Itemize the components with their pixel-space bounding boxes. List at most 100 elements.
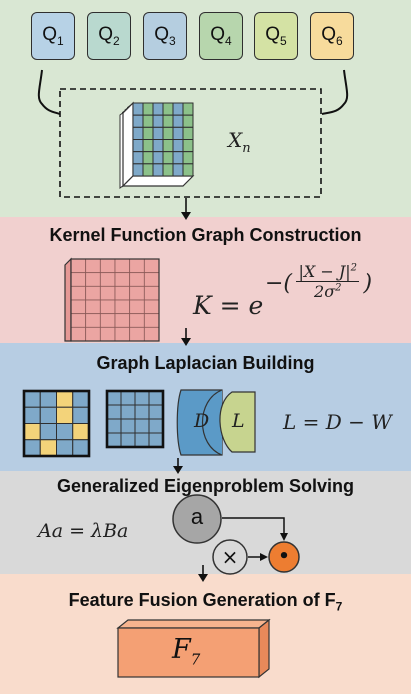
input-box-6: Q6 xyxy=(310,12,354,60)
adjacency-cell xyxy=(148,418,164,434)
edge-a-to-dot-head xyxy=(280,533,288,541)
tensor-cell xyxy=(182,151,194,165)
left-brace xyxy=(37,69,61,115)
tensor-cell xyxy=(172,139,184,153)
adjacency-cell xyxy=(120,390,136,406)
tensor-cell xyxy=(132,139,144,153)
input-box-subscript: 2 xyxy=(113,33,120,48)
adjacency-cell xyxy=(120,418,136,434)
kernel-cell xyxy=(85,258,101,274)
input-box-4: Q4 xyxy=(199,12,243,60)
input-box-subscript: 3 xyxy=(169,33,176,48)
exp-close: ) xyxy=(363,270,373,296)
kernel-title: Kernel Function Graph Construction xyxy=(49,225,362,245)
adjacency-cell xyxy=(106,432,122,448)
adjacency-cell xyxy=(23,390,41,408)
input-box-subscript: 4 xyxy=(225,33,232,48)
tensor-cell xyxy=(132,102,144,116)
kernel-cell xyxy=(70,313,87,328)
adjacency-cell xyxy=(134,404,150,420)
kernel-formula-lhs: K = e xyxy=(193,291,264,320)
kernel-cell xyxy=(129,258,145,274)
tensor-cell xyxy=(132,126,144,141)
tensor-cell xyxy=(182,114,194,128)
adjacency-cell xyxy=(56,390,74,408)
adjacency-grid-2 xyxy=(105,389,165,449)
kernel-cell xyxy=(143,326,160,342)
node-dot xyxy=(268,541,300,573)
kernel-cell xyxy=(143,285,160,301)
kernel-cell xyxy=(99,313,116,328)
adjacency-cell xyxy=(23,406,41,424)
tensor-cell xyxy=(132,114,144,128)
kernel-cell xyxy=(70,272,87,287)
tensor-cell xyxy=(172,126,184,141)
input-box-3: Q3 xyxy=(143,12,187,60)
adjacency-cell xyxy=(56,423,74,441)
adjacency-border xyxy=(22,389,91,458)
kernel-cell xyxy=(143,258,160,274)
kernel-cell xyxy=(85,285,101,301)
eigen-formula: Aa = λBa xyxy=(38,520,129,542)
input-box-label: Q1 xyxy=(42,24,64,48)
l-label: L xyxy=(232,410,245,432)
kernel-cell xyxy=(143,272,160,287)
adjacency-cell xyxy=(23,439,41,457)
exp-fraction: |X − J|2 2σ2 xyxy=(296,262,360,301)
node-times-label: × xyxy=(221,545,239,569)
kernel-cell xyxy=(99,272,116,287)
tensor-cell xyxy=(132,163,144,177)
tensor-cell xyxy=(162,139,174,153)
input-box-2: Q2 xyxy=(87,12,131,60)
input-box-subscript: 6 xyxy=(336,33,343,48)
adjacency-cell xyxy=(148,404,164,420)
laplacian-formula: L = D − W xyxy=(283,410,392,434)
kernel-cell xyxy=(99,299,116,315)
tensor-cell xyxy=(142,139,154,153)
arrow-4-head xyxy=(198,574,208,582)
arrow-3-head xyxy=(173,466,183,474)
kernel-cell xyxy=(129,313,145,328)
adjacency-cell xyxy=(23,423,41,441)
tensor-cell xyxy=(172,151,184,165)
exp-denominator: 2σ2 xyxy=(314,282,342,301)
tensor-cell xyxy=(162,114,174,128)
tensor-cell xyxy=(172,163,184,177)
kernel-cell xyxy=(114,272,131,287)
input-box-1: Q1 xyxy=(31,12,75,60)
adjacency-cell xyxy=(72,406,90,424)
d-label: D xyxy=(194,410,210,432)
kernel-cell xyxy=(143,299,160,315)
input-box-label: Q6 xyxy=(321,24,343,48)
tensor-cell xyxy=(152,163,164,177)
kernel-cell xyxy=(85,313,101,328)
fusion-block-label: F7 xyxy=(172,634,201,669)
adjacency-cell xyxy=(106,404,122,420)
input-box-label: Q5 xyxy=(265,24,287,48)
tensor-cube xyxy=(119,101,195,189)
tensor-cell xyxy=(142,102,154,116)
kernel-cell xyxy=(70,258,87,274)
tensor-cell xyxy=(162,102,174,116)
tensor-cell xyxy=(152,102,164,116)
arrow-1-head xyxy=(181,212,191,220)
kernel-side xyxy=(64,257,72,342)
kernel-cell xyxy=(114,299,131,315)
tensor-cell xyxy=(142,126,154,141)
tensor-cell xyxy=(172,102,184,116)
tensor-cell xyxy=(142,114,154,128)
adjacency-cell xyxy=(72,439,90,457)
tensor-cell xyxy=(132,151,144,165)
tensor-cell xyxy=(172,114,184,128)
adjacency-cell xyxy=(134,390,150,406)
kernel-cell xyxy=(70,285,87,301)
exp-numerator: |X − J|2 xyxy=(296,262,360,282)
adjacency-cell xyxy=(39,390,57,408)
tensor-cell xyxy=(182,139,194,153)
kernel-grid xyxy=(64,257,160,342)
kernel-cell xyxy=(143,313,160,328)
right-brace xyxy=(321,69,349,115)
tensor-side xyxy=(122,101,134,188)
tensor-cell xyxy=(162,126,174,141)
